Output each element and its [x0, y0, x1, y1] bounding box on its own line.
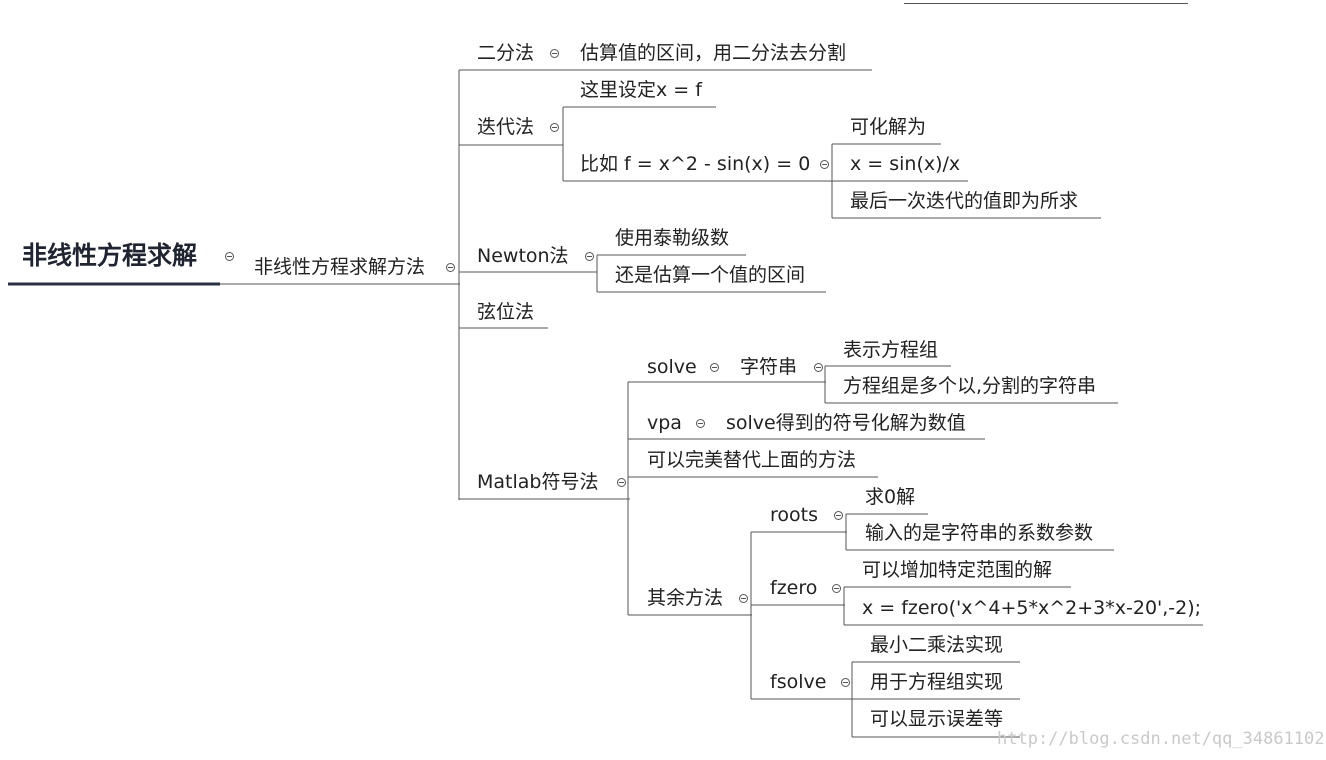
other-fzero[interactable]: fzero [770, 577, 818, 599]
collapse-toggle-icon[interactable] [841, 678, 850, 687]
newton-note[interactable]: 使用泰勒级数 [615, 227, 730, 249]
bisection-note[interactable]: 估算值的区间，用二分法去分割 [580, 42, 847, 64]
solve-note[interactable]: 方程组是多个以,分割的字符串 [843, 375, 1097, 397]
collapse-toggle-icon[interactable] [814, 363, 823, 372]
other-fsolve[interactable]: fsolve [770, 671, 827, 693]
collapse-toggle-icon[interactable] [225, 252, 234, 261]
roots-note[interactable]: 求0解 [865, 486, 916, 508]
fzero-note[interactable]: 可以增加特定范围的解 [862, 559, 1053, 581]
root-topic[interactable]: 非线性方程求解 [22, 241, 198, 270]
collapse-toggle-icon[interactable] [617, 478, 626, 487]
matlab-solve[interactable]: solve [647, 356, 697, 378]
watermark-url: http://blog.csdn.net/qq_34861102 [997, 729, 1325, 749]
iteration-setup[interactable]: 这里设定x = f [580, 79, 702, 101]
branch-topic[interactable]: 非线性方程求解方法 [254, 256, 426, 278]
iteration-step[interactable]: 可化解为 [850, 116, 927, 138]
vpa-note[interactable]: solve得到的符号化解为数值 [726, 412, 966, 434]
fzero-note[interactable]: x = fzero('x^4+5*x^2+3*x-20',-2); [862, 597, 1202, 619]
collapse-toggle-icon[interactable] [820, 160, 829, 169]
iteration-example[interactable]: 比如 f = x^2 - sin(x) = 0 [580, 153, 811, 175]
collapse-toggle-icon[interactable] [446, 263, 455, 272]
collapse-toggle-icon[interactable] [739, 594, 748, 603]
fsolve-note[interactable]: 用于方程组实现 [870, 671, 1004, 693]
method-iteration[interactable]: 迭代法 [477, 116, 535, 138]
fsolve-note[interactable]: 可以显示误差等 [870, 708, 1004, 730]
solve-argument[interactable]: 字符串 [740, 356, 798, 378]
newton-note[interactable]: 还是估算一个值的区间 [615, 264, 806, 286]
collapse-toggle-icon[interactable] [834, 511, 843, 520]
collapse-toggle-icon[interactable] [710, 363, 719, 372]
matlab-vpa[interactable]: vpa [647, 412, 682, 434]
topic-underline-fragment [904, 3, 1188, 4]
method-bisection[interactable]: 二分法 [477, 42, 535, 64]
method-secant[interactable]: 弦位法 [477, 301, 535, 323]
iteration-step[interactable]: 最后一次迭代的值即为所求 [850, 190, 1079, 212]
collapse-toggle-icon[interactable] [550, 123, 559, 132]
roots-note[interactable]: 输入的是字符串的系数参数 [865, 522, 1094, 544]
collapse-toggle-icon[interactable] [696, 419, 705, 428]
matlab-replace-note[interactable]: 可以完美替代上面的方法 [647, 449, 857, 471]
other-roots[interactable]: roots [770, 504, 818, 526]
method-matlab[interactable]: Matlab符号法 [477, 471, 599, 493]
collapse-toggle-icon[interactable] [832, 584, 841, 593]
collapse-toggle-icon[interactable] [585, 252, 594, 261]
iteration-step[interactable]: x = sin(x)/x [850, 153, 961, 175]
fsolve-note[interactable]: 最小二乘法实现 [870, 634, 1004, 656]
solve-note[interactable]: 表示方程组 [843, 339, 939, 361]
matlab-other-methods[interactable]: 其余方法 [647, 587, 724, 609]
method-newton[interactable]: Newton法 [477, 245, 569, 267]
collapse-toggle-icon[interactable] [550, 49, 559, 58]
